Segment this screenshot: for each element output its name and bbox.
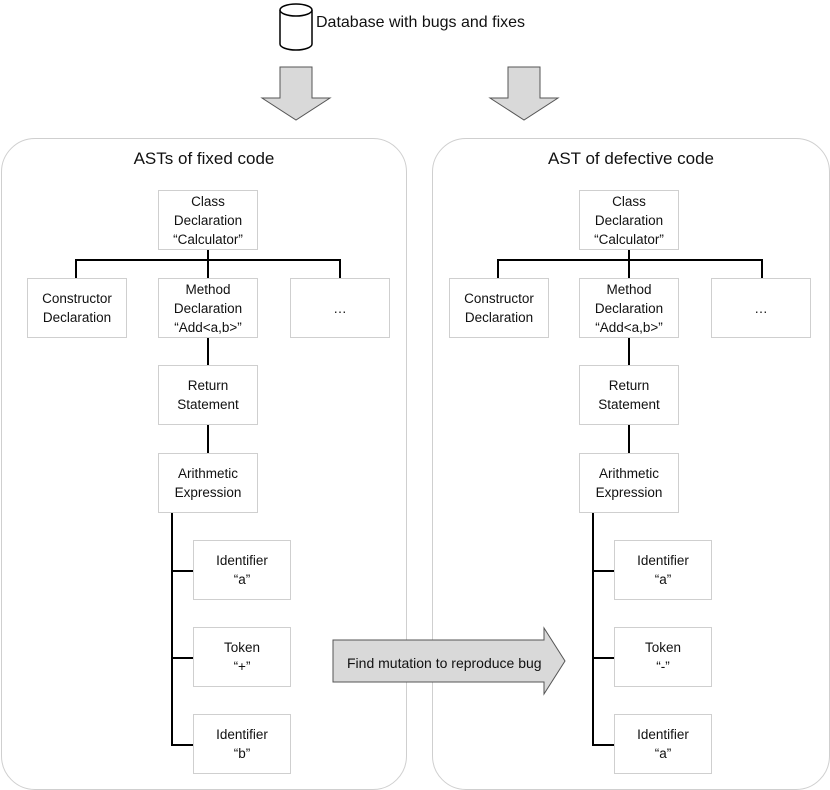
connector: [171, 744, 193, 746]
panel-title: ASTs of fixed code: [133, 149, 275, 168]
connector: [339, 259, 341, 278]
down-arrow-left: [260, 66, 332, 121]
connector: [592, 657, 614, 659]
identifier-node: Identifier“a”: [193, 540, 291, 600]
connector: [628, 425, 630, 453]
connector: [171, 570, 193, 572]
token-node: Token“-”: [614, 627, 712, 687]
connector: [207, 425, 209, 453]
connector: [628, 338, 630, 365]
identifier-node: Identifier“a”: [614, 714, 712, 774]
connector: [592, 512, 594, 746]
mutation-arrow: [332, 626, 566, 696]
connector: [171, 512, 173, 746]
connector: [207, 259, 209, 278]
token-node: Token“+”: [193, 627, 291, 687]
connector: [75, 259, 77, 278]
connector: [207, 338, 209, 365]
connector: [497, 259, 499, 278]
connector: [628, 259, 630, 278]
connector: [207, 250, 209, 260]
connector: [497, 259, 763, 261]
identifier-node: Identifier“b”: [193, 714, 291, 774]
database-icon: [279, 3, 313, 51]
identifier-node: Identifier“a”: [614, 540, 712, 600]
ellipsis-node: …: [711, 278, 811, 338]
database-label: Database with bugs and fixes: [316, 14, 526, 31]
connector: [628, 250, 630, 260]
connector: [592, 744, 614, 746]
connector: [592, 570, 614, 572]
panel-title: AST of defective code: [547, 149, 714, 168]
connector: [171, 657, 193, 659]
ellipsis-node: …: [290, 278, 390, 338]
down-arrow-right: [488, 66, 560, 121]
mutation-label: Find mutation to reproduce bug: [347, 655, 542, 671]
connector: [761, 259, 763, 278]
